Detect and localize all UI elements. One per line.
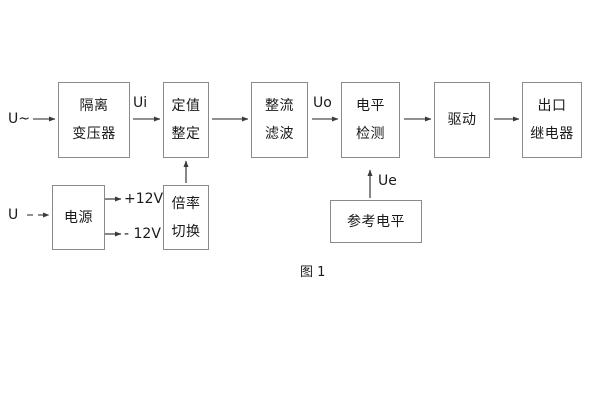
block-label-line: 切换 <box>171 223 201 240</box>
block-label-line: 滤波 <box>265 126 294 142</box>
block-isolation-transformer[interactable]: 隔离 变压器 <box>58 82 130 158</box>
block-label-line: 定值 <box>171 98 201 114</box>
block-output-relay[interactable]: 出口 继电器 <box>522 82 582 158</box>
signal-label-uo: Uo <box>313 95 332 111</box>
rail-label-negative-12v: - 12V <box>124 226 161 242</box>
input-label-ac: U~ <box>8 111 30 127</box>
block-rectify-filter[interactable]: 整流 滤波 <box>251 82 308 158</box>
block-label-line: 电源 <box>64 209 93 226</box>
block-power-supply[interactable]: 电源 <box>52 185 105 250</box>
block-label-line: 变压器 <box>72 126 116 142</box>
block-label-line: 隔离 <box>79 98 109 114</box>
block-multiplier-switch[interactable]: 倍率 切换 <box>163 185 209 250</box>
block-reference-level[interactable]: 参考电平 <box>330 200 422 243</box>
block-setting-value[interactable]: 定值 整定 <box>163 82 209 158</box>
block-label-line: 倍率 <box>171 195 201 212</box>
block-label-line: 驱动 <box>447 112 477 128</box>
input-label-dc: U <box>8 207 19 223</box>
rail-label-positive-12v: +12V <box>124 191 164 207</box>
block-label-line: 继电器 <box>530 126 574 142</box>
block-level-detect[interactable]: 电平 检测 <box>341 82 400 158</box>
block-label-line: 整流 <box>265 98 294 114</box>
block-label-line: 出口 <box>537 98 567 114</box>
block-drive[interactable]: 驱动 <box>434 82 490 158</box>
figure-caption: 图 1 <box>300 265 326 280</box>
block-label-line: 电平 <box>356 98 385 114</box>
signal-label-ue: Ue <box>378 173 397 189</box>
block-label-line: 参考电平 <box>347 213 405 230</box>
signal-label-ui: Ui <box>133 95 148 111</box>
block-label-line: 检测 <box>356 126 385 142</box>
block-label-line: 整定 <box>171 126 201 142</box>
